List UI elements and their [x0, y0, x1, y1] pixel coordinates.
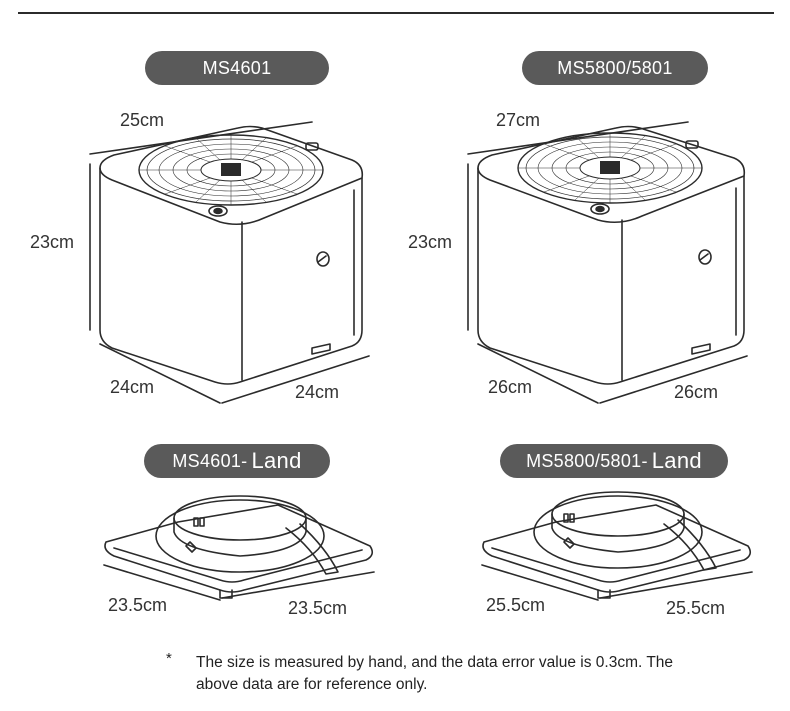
land-label-suffix: Land [651, 448, 702, 473]
footnote-marker: * [166, 650, 172, 667]
land-label-ms5800: MS5800/5801- Land [500, 444, 728, 478]
model-label-ms4601: MS4601 [145, 51, 329, 85]
unit-ms4601-drawing [89, 121, 370, 404]
dim-depth-left-ms4601: 24cm [110, 377, 155, 397]
footnote-text: The size is measured by hand, and the da… [196, 654, 674, 693]
land-dim-left-ms5800: 25.5cm [486, 595, 546, 615]
land-dim-right-ms5800: 25.5cm [666, 598, 726, 618]
land-dim-left-ms4601: 23.5cm [108, 595, 168, 615]
land-label-prefix: MS4601- [172, 450, 248, 471]
land-label-prefix: MS5800/5801- [526, 450, 648, 471]
dim-depth-left-ms5800: 26cm [488, 377, 533, 397]
top-divider [18, 12, 774, 14]
land-ms5800-drawing [481, 491, 753, 601]
dim-depth-right-ms4601: 24cm [295, 382, 340, 402]
model-label-text: MS4601 [202, 57, 272, 78]
dim-height-ms5800: 23cm [408, 232, 453, 252]
dim-width-ms5800: 27cm [496, 110, 541, 130]
model-label-ms5800: MS5800/5801 [522, 51, 708, 85]
model-label-text: MS5800/5801 [557, 57, 673, 78]
unit-ms5800-drawing [467, 121, 748, 404]
land-label-suffix: Land [251, 448, 302, 473]
dim-depth-right-ms5800: 26cm [674, 382, 719, 402]
land-ms4601-drawing [103, 495, 375, 601]
land-label-ms4601: MS4601- Land [144, 444, 330, 478]
dim-width-ms4601: 25cm [120, 110, 165, 130]
land-dim-right-ms4601: 23.5cm [288, 598, 348, 618]
dim-height-ms4601: 23cm [30, 232, 75, 252]
